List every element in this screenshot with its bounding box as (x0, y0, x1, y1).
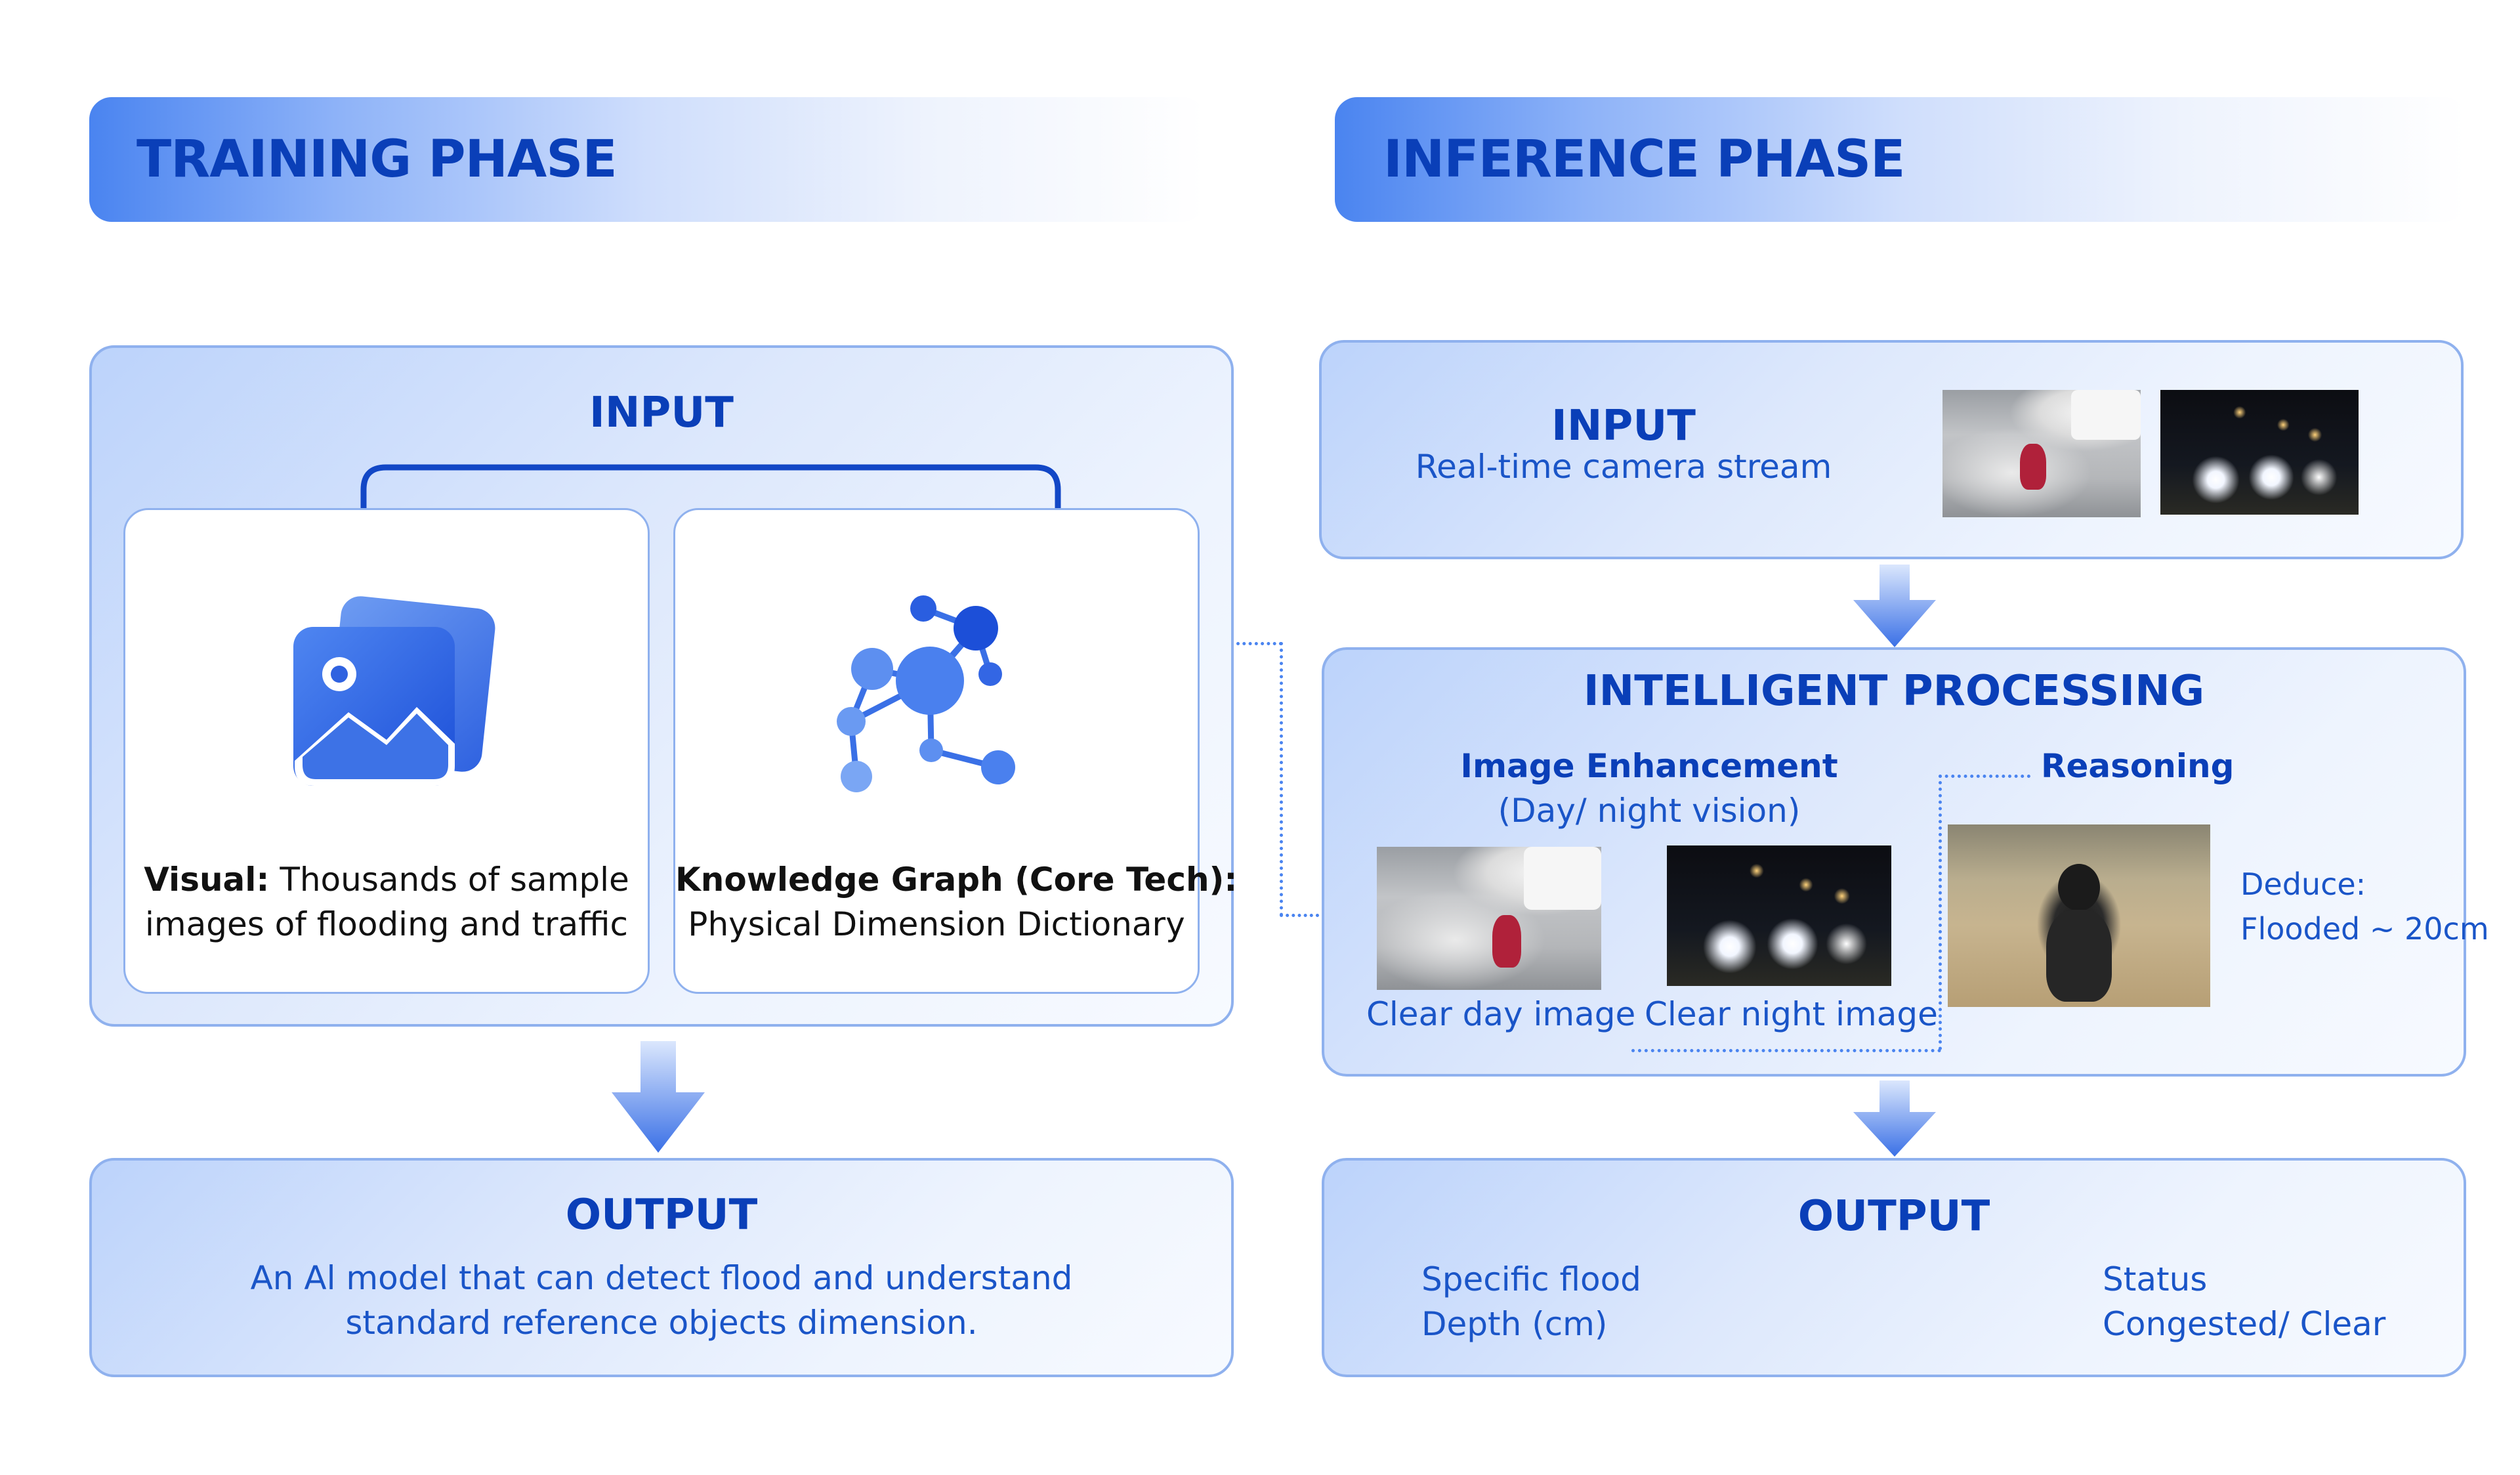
training-input-title: INPUT (589, 389, 734, 437)
reasoning-link-top (1939, 775, 2030, 778)
knowledge-label: Knowledge Graph (Core Tech): (675, 861, 1238, 899)
deduce-value: Flooded ~ 20cm (2240, 911, 2489, 947)
input-bracket (360, 464, 1061, 542)
deduce-label: Deduce: (2240, 866, 2366, 902)
camera-stream-night-photo (2160, 390, 2359, 515)
inference-input-title: INPUT (1551, 402, 1696, 450)
processing-title: INTELLIGENT PROCESSING (1583, 667, 2205, 716)
inference-down-arrow-2 (1853, 1080, 1936, 1157)
inference-down-arrow-1 (1853, 565, 1936, 647)
output-depth-line2: Depth (cm) (1421, 1305, 1608, 1343)
reasoning-title: Reasoning (2041, 747, 2235, 785)
motorbike-shape (2020, 444, 2046, 490)
van-shape (1524, 847, 1601, 910)
knowledge-card-line1: Knowledge Graph (Core Tech): (675, 861, 1237, 899)
visual-card-line1: Visual: Thousands of sample (125, 861, 648, 899)
visual-label: Visual: (144, 861, 270, 899)
inference-output-panel: OUTPUT Specific flood Depth (cm) Status … (1322, 1158, 2466, 1377)
visual-line1-rest: Thousands of sample (269, 861, 629, 899)
rider-shape (2058, 864, 2100, 911)
training-down-arrow (612, 1041, 705, 1153)
inference-output-title: OUTPUT (1797, 1192, 1990, 1241)
training-output-title: OUTPUT (565, 1191, 758, 1239)
training-output-line2: standard reference objects dimension. (345, 1304, 978, 1342)
camera-stream-day-photo (1942, 390, 2141, 517)
phase-connector-vertical (1280, 642, 1283, 916)
knowledge-graph-icon (837, 595, 1015, 792)
training-phase-title: TRAINING PHASE (136, 130, 618, 189)
inference-input-subtitle: Real-time camera stream (1415, 448, 1832, 486)
clear-day-caption: Clear day image (1366, 995, 1636, 1033)
reasoning-flood-photo (1948, 824, 2210, 1007)
reasoning-link-bottom (1631, 1049, 1941, 1052)
knowledge-card-line2: Physical Dimension Dictionary (688, 905, 1185, 943)
output-status-line2: Congested/ Clear (2103, 1305, 2386, 1343)
visual-input-card: Visual: Thousands of sample images of fl… (123, 508, 650, 994)
motorbike-shape (2046, 910, 2112, 1002)
intelligent-processing-panel: INTELLIGENT PROCESSING Image Enhancement… (1322, 647, 2489, 1077)
inference-phase-banner: INFERENCE PHASE (1335, 97, 2466, 222)
van-shape (2071, 390, 2141, 440)
output-depth-line1: Specific flood (1421, 1260, 1641, 1298)
training-output-panel: OUTPUT An Al model that can detect flood… (89, 1158, 1234, 1377)
training-phase-banner: TRAINING PHASE (89, 97, 1205, 222)
reasoning-link-vertical (1939, 775, 1942, 1050)
knowledge-graph-card: Knowledge Graph (Core Tech): Physical Di… (673, 508, 1237, 994)
enhancement-subtitle: (Day/ night vision) (1498, 792, 1801, 830)
training-input-panel: INPUT Visual: Thousands of sample (89, 345, 1237, 1027)
visual-card-line2: images of flooding and traffic (145, 905, 628, 943)
clear-night-photo (1667, 845, 1891, 986)
enhancement-title: Image Enhancement (1460, 747, 1838, 785)
training-output-line1: An Al model that can detect flood and un… (250, 1259, 1073, 1297)
clear-night-caption: Clear night image (1645, 995, 1938, 1033)
phase-connector-bottom (1280, 914, 1319, 917)
output-status-line1: Status (2103, 1260, 2208, 1298)
clear-day-photo (1377, 847, 1601, 990)
phase-connector-top (1236, 642, 1282, 645)
image-gallery-icon (293, 596, 495, 786)
motorbike-shape (1492, 915, 1521, 968)
inference-input-panel: INPUT Real-time camera stream (1319, 340, 2464, 559)
inference-phase-title: INFERENCE PHASE (1383, 130, 1905, 189)
